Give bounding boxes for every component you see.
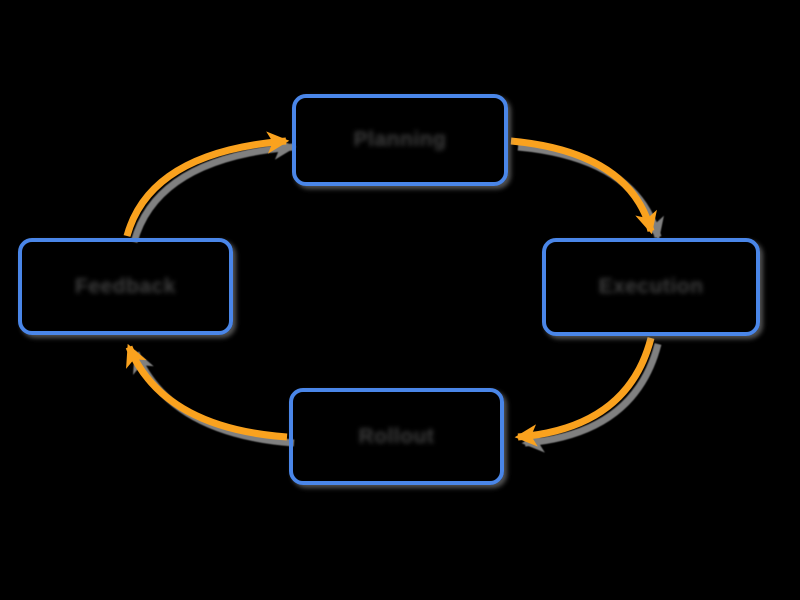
arrow-bottom-to-left (125, 343, 288, 441)
arrow-left-to-top (123, 131, 290, 237)
cycle-node-planning: Planning (292, 94, 508, 186)
node-label-planning: Planning (353, 128, 447, 151)
node-label-rollout: Rollout (358, 424, 435, 448)
cycle-node-execution: Execution (542, 238, 760, 336)
node-label-feedback: Feedback (75, 274, 176, 298)
node-label-execution: Execution (598, 275, 704, 298)
cycle-node-feedback: Feedback (18, 238, 233, 335)
arrow-right-to-bottom (514, 337, 655, 447)
arrow-top-to-right (510, 137, 657, 235)
cycle-node-rollout: Rollout (289, 388, 504, 485)
